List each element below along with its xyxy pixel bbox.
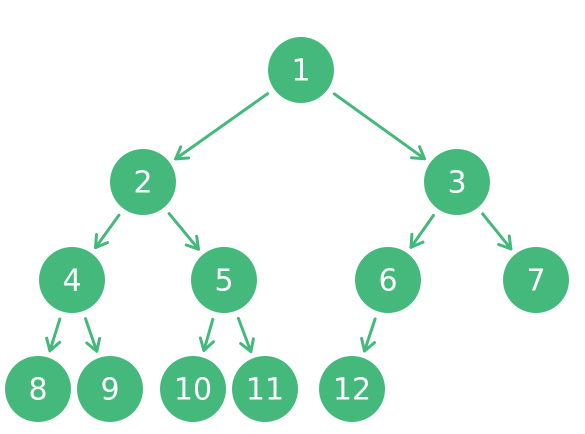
edge-line bbox=[94, 213, 121, 250]
tree-node-4: 4 bbox=[39, 247, 105, 313]
edge-6-12 bbox=[360, 317, 377, 353]
tree-node-2: 2 bbox=[110, 149, 176, 215]
node-label: 10 bbox=[174, 373, 212, 408]
tree-node-9: 9 bbox=[77, 356, 143, 422]
arrowhead bbox=[360, 336, 376, 353]
tree-node-12: 12 bbox=[319, 356, 385, 422]
edge-line bbox=[409, 214, 435, 249]
node-circle bbox=[191, 247, 257, 313]
node-circle bbox=[355, 247, 421, 313]
node-label: 11 bbox=[246, 373, 284, 408]
edge-3-7 bbox=[481, 212, 513, 251]
edge-line bbox=[167, 212, 200, 251]
node-circle bbox=[77, 356, 143, 422]
edge-line bbox=[481, 212, 513, 251]
node-circle bbox=[268, 37, 334, 103]
edge-line bbox=[363, 317, 377, 353]
node-circle bbox=[319, 356, 385, 422]
tree-node-8: 8 bbox=[5, 356, 71, 422]
node-circle bbox=[424, 149, 490, 215]
tree-node-6: 6 bbox=[355, 247, 421, 313]
node-label: 4 bbox=[62, 264, 81, 299]
node-label: 8 bbox=[28, 373, 47, 408]
tree-node-1: 1 bbox=[268, 37, 334, 103]
arrowhead bbox=[94, 233, 109, 250]
edge-4-9 bbox=[84, 317, 102, 353]
node-circle bbox=[160, 356, 226, 422]
edge-line bbox=[84, 317, 99, 353]
node-label: 1 bbox=[291, 54, 310, 89]
node-label: 2 bbox=[133, 166, 152, 201]
edge-5-11 bbox=[236, 316, 255, 354]
edge-1-3 bbox=[332, 92, 426, 161]
arrowhead bbox=[198, 336, 215, 352]
node-circle bbox=[232, 356, 298, 422]
node-circle bbox=[110, 149, 176, 215]
node-label: 12 bbox=[333, 373, 371, 408]
edge-1-2 bbox=[174, 92, 270, 161]
tree-node-7: 7 bbox=[503, 247, 569, 313]
node-label: 9 bbox=[100, 373, 119, 408]
node-label: 6 bbox=[378, 264, 397, 299]
edge-3-6 bbox=[409, 214, 435, 249]
arrowhead bbox=[45, 336, 62, 353]
tree-node-5: 5 bbox=[191, 247, 257, 313]
tree-node-11: 11 bbox=[232, 356, 298, 422]
edges-layer bbox=[45, 92, 513, 354]
node-label: 5 bbox=[214, 264, 233, 299]
arrowhead bbox=[184, 234, 200, 251]
arrowhead bbox=[410, 145, 426, 161]
edge-5-10 bbox=[198, 317, 215, 352]
node-circle bbox=[39, 247, 105, 313]
edge-line bbox=[48, 317, 62, 353]
edge-2-5 bbox=[167, 212, 200, 251]
edge-line bbox=[236, 316, 253, 354]
edge-2-4 bbox=[94, 213, 121, 250]
node-circle bbox=[503, 247, 569, 313]
arrowhead bbox=[409, 232, 425, 249]
edge-line bbox=[202, 317, 215, 352]
tree-node-3: 3 bbox=[424, 149, 490, 215]
edge-line bbox=[332, 92, 426, 161]
arrowhead bbox=[497, 234, 513, 251]
tree-node-10: 10 bbox=[160, 356, 226, 422]
edge-line bbox=[174, 92, 270, 161]
arrowhead bbox=[239, 337, 255, 354]
node-circle bbox=[5, 356, 71, 422]
node-label: 7 bbox=[526, 264, 545, 299]
edge-4-8 bbox=[45, 317, 62, 353]
arrowhead bbox=[85, 337, 102, 353]
node-label: 3 bbox=[447, 166, 466, 201]
arrowhead bbox=[174, 145, 191, 161]
